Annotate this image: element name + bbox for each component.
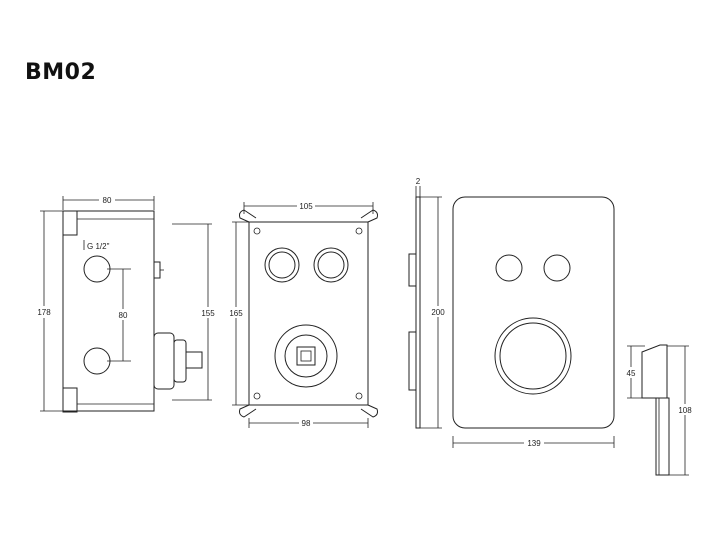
ear-bottom-left [239,404,257,418]
plate-button-lower [408,331,417,391]
plate-dial-inner [499,322,567,390]
handle-length-label: 108 [678,406,692,415]
ear-top-right [360,209,378,223]
upper-inlet [83,255,111,283]
inlet-spacing-label: 80 [119,311,128,320]
cartridge-spindle [296,346,316,366]
plate-edge [415,196,421,429]
side-body [62,210,155,412]
side-top-flange [62,210,78,236]
plate-dial-outer [494,317,572,395]
plate-front-view [452,196,615,448]
plate-width-label: 139 [527,439,541,448]
front-box-view [232,202,378,428]
mount-height-label: 155 [201,309,215,318]
side-height-label: 178 [37,308,51,317]
port-right [313,247,349,283]
box-width-bottom-label: 98 [302,419,311,428]
side-view [40,196,212,413]
side-knob [153,261,161,279]
cover-plate [452,196,615,429]
plate-height-label: 200 [431,308,445,317]
thread-label: G 1/2" [87,242,110,251]
ear-bottom-right [360,404,378,418]
cartridge-inner [284,334,328,378]
ear-top-left [239,209,257,223]
plate-button-left [495,254,523,282]
handle-stem [655,397,670,476]
box-front [248,221,369,406]
side-width-label: 80 [103,196,112,205]
port-left [264,247,300,283]
handle-head [641,344,668,399]
plate-button-right [543,254,571,282]
lower-inlet [83,347,111,375]
side-cartridge [153,332,175,390]
plate-thickness-label: 2 [416,177,421,186]
box-width-top-label: 105 [299,202,313,211]
cartridge-outer [274,324,338,388]
side-bottom-flange [62,387,78,413]
box-height-label: 165 [229,309,243,318]
model-title: BM02 [25,60,97,85]
plate-button-upper [408,253,417,287]
handle-head-label: 45 [627,369,636,378]
